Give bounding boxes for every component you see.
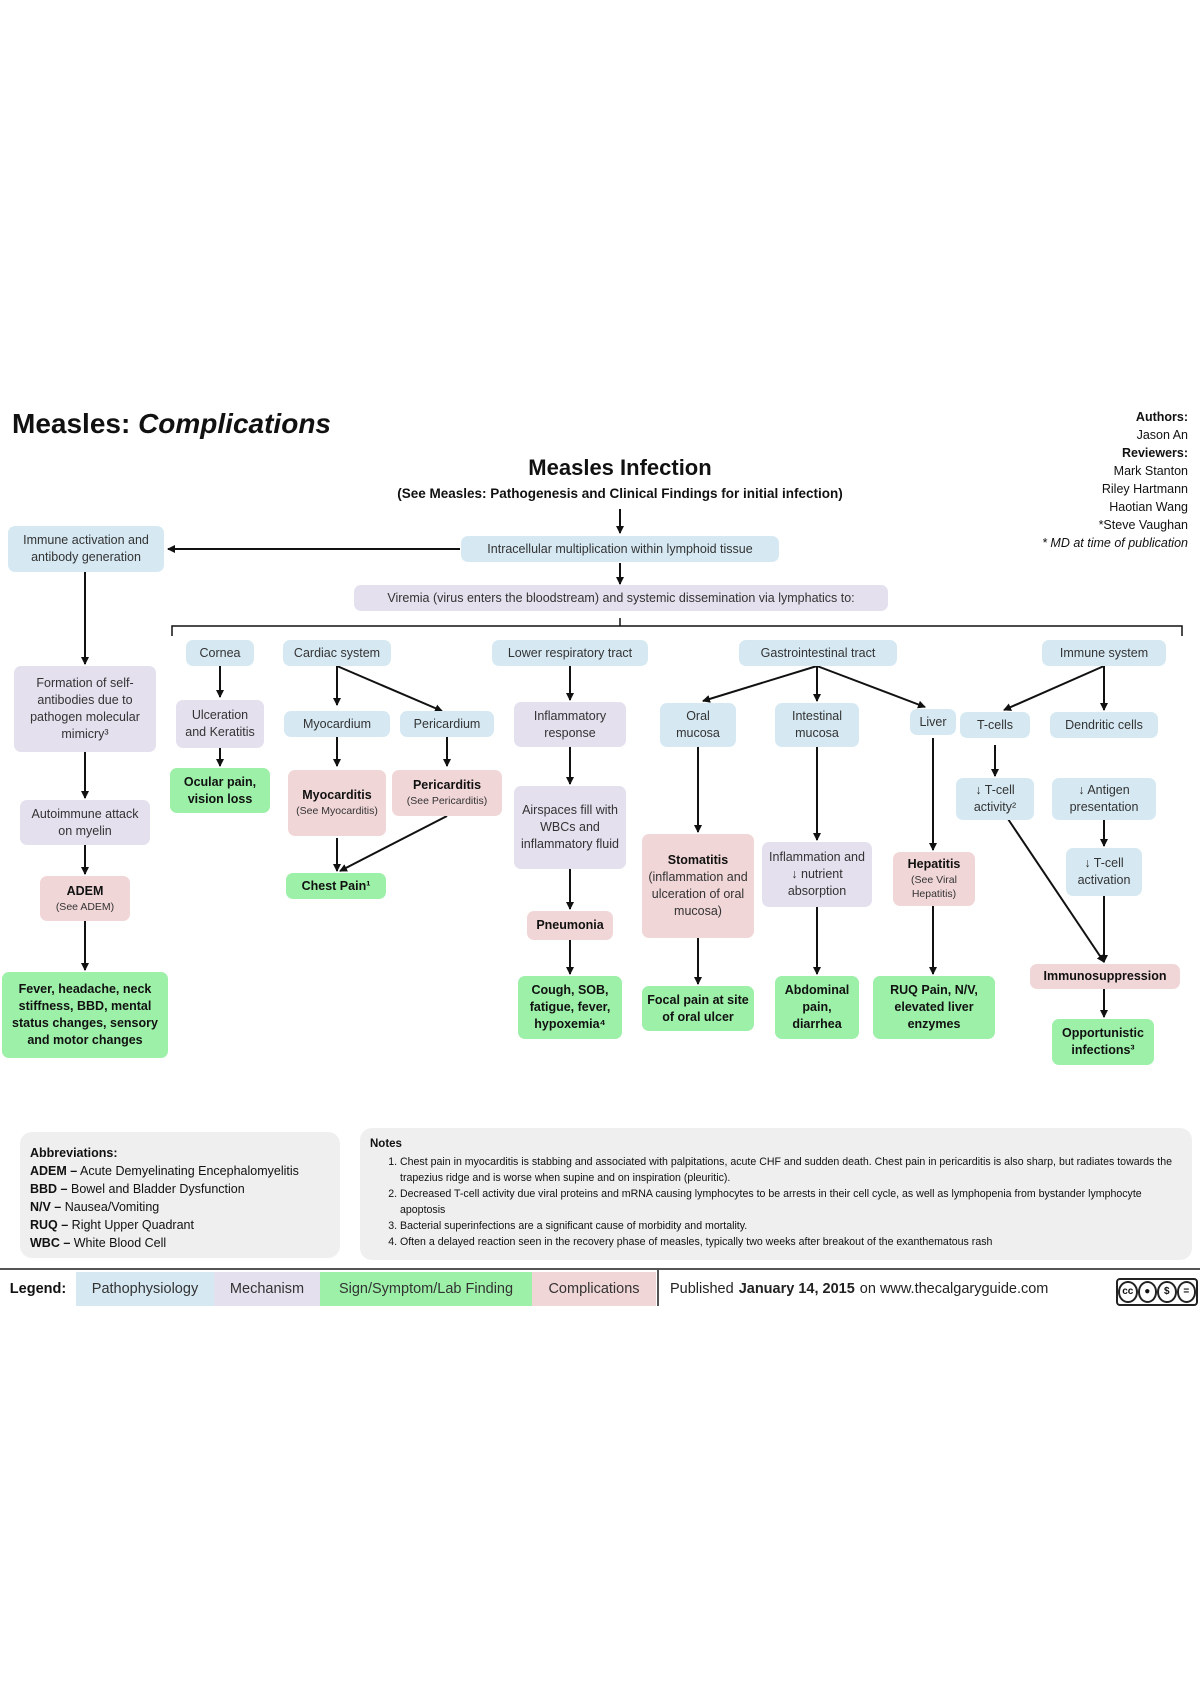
- abbreviations-label: Abbreviations:: [30, 1146, 118, 1160]
- node-t-cell-activation: ↓ T-cell activation: [1066, 848, 1142, 896]
- node-myocarditis: Myocarditis (See Myocarditis): [288, 770, 386, 836]
- node-immunosuppression: Immunosuppression: [1030, 964, 1180, 989]
- myocarditis-title: Myocarditis: [302, 788, 372, 803]
- node-immune-system: Immune system: [1042, 640, 1166, 666]
- legend-sign: Sign/Symptom/Lab Finding: [320, 1272, 532, 1306]
- node-immune-activation: Immune activation and antibody generatio…: [8, 526, 164, 572]
- reviewers-label: Reviewers:: [1121, 446, 1188, 460]
- reviewer-name: *Steve Vaughan: [1098, 518, 1188, 532]
- node-cough: Cough, SOB, fatigue, fever, hypoxemia⁴: [518, 976, 622, 1039]
- abbreviation-item: RUQ – Right Upper Quadrant: [30, 1218, 194, 1232]
- hepatitis-title: Hepatitis: [907, 857, 961, 872]
- node-chest-pain: Chest Pain¹: [286, 873, 386, 899]
- abbreviation-item: N/V – Nausea/Vomiting: [30, 1200, 160, 1214]
- note-item: Often a delayed reaction seen in the rec…: [400, 1234, 1182, 1250]
- note-item: Decreased T-cell activity due viral prot…: [400, 1186, 1182, 1218]
- abbreviation-item: WBC – White Blood Cell: [30, 1236, 167, 1250]
- adem-title: ADEM: [66, 883, 104, 898]
- myocarditis-subtitle: (See Myocarditis): [296, 805, 378, 818]
- node-t-cells: T-cells: [960, 712, 1030, 738]
- notes-label: Notes: [370, 1138, 402, 1150]
- credits: Authors: Jason An Reviewers: Mark Stanto…: [1042, 408, 1188, 552]
- node-liver: Liver: [910, 709, 956, 735]
- node-gi: Gastrointestinal tract: [739, 640, 897, 666]
- reviewer-name: Mark Stanton: [1113, 464, 1188, 478]
- diagram-subtitle: (See Measles: Pathogenesis and Clinical …: [397, 486, 843, 501]
- diagram-title: Measles Infection: [528, 455, 712, 480]
- hepatitis-subtitle: (See Viral Hepatitis): [911, 874, 957, 901]
- node-focal-pain: Focal pain at site of oral ulcer: [642, 986, 754, 1031]
- abbreviation-item: ADEM – Acute Demyelinating Encephalomyel…: [30, 1164, 299, 1178]
- node-pericardium: Pericardium: [400, 711, 494, 737]
- pericarditis-title: Pericarditis: [412, 778, 482, 793]
- node-stomatitis: Stomatitis (inflammation and ulceration …: [642, 834, 754, 938]
- legend-pathophysiology: Pathophysiology: [76, 1272, 214, 1306]
- node-ruq: RUQ Pain, N/V, elevated liver enzymes: [873, 976, 995, 1039]
- node-viremia: Viremia (virus enters the bloodstream) a…: [354, 585, 888, 611]
- reviewer-name: Haotian Wang: [1109, 500, 1188, 514]
- node-myocardium: Myocardium: [284, 711, 390, 737]
- note-item: Bacterial superinfections are a signific…: [400, 1218, 1182, 1234]
- notes-panel: Notes Chest pain in myocarditis is stabb…: [360, 1128, 1192, 1260]
- node-hepatitis: Hepatitis (See Viral Hepatitis): [893, 852, 975, 906]
- legend-divider: [657, 1270, 659, 1306]
- node-autoimmune: Autoimmune attack on myelin: [20, 800, 150, 845]
- node-pneumonia: Pneumonia: [527, 911, 613, 940]
- author-name: Jason An: [1136, 428, 1188, 442]
- node-opportunistic: Opportunistic infections³: [1052, 1019, 1154, 1065]
- node-dendritic: Dendritic cells: [1050, 712, 1158, 738]
- stomatitis-subtitle: (inflammation and ulceration of oral muc…: [648, 870, 748, 918]
- node-inflammatory: Inflammatory response: [514, 702, 626, 747]
- note-item: Chest pain in myocarditis is stabbing an…: [400, 1154, 1182, 1186]
- legend-label: Legend:: [9, 1281, 67, 1297]
- node-cornea: Cornea: [186, 640, 254, 666]
- published-line: Published January 14, 2015 on www.thecal…: [670, 1281, 1049, 1297]
- creative-commons-icon: cc●$=: [1116, 1278, 1198, 1306]
- node-ocular: Ocular pain, vision loss: [170, 768, 270, 813]
- node-t-cell-activity: ↓ T-cell activity²: [956, 778, 1034, 820]
- node-adem: ADEM (See ADEM): [40, 876, 130, 921]
- node-fever: Fever, headache, neck stiffness, BBD, me…: [2, 972, 168, 1058]
- reviewer-name: Riley Hartmann: [1101, 482, 1188, 496]
- authors-label: Authors:: [1135, 410, 1188, 424]
- node-airspaces: Airspaces fill with WBCs and inflammator…: [514, 786, 626, 869]
- legend-complications: Complications: [532, 1272, 656, 1306]
- node-lower-resp: Lower respiratory tract: [492, 640, 648, 666]
- node-pericarditis: Pericarditis (See Pericarditis): [392, 770, 502, 816]
- page-title: Measles: Complications: [12, 408, 331, 439]
- node-cardiac: Cardiac system: [283, 640, 391, 666]
- md-note: * MD at time of publication: [1042, 536, 1188, 550]
- node-ulceration: Ulceration and Keratitis: [176, 700, 264, 748]
- legend-bar: Legend: Pathophysiology Mechanism Sign/S…: [0, 1268, 1200, 1306]
- stomatitis-title: Stomatitis: [667, 853, 729, 868]
- adem-subtitle: (See ADEM): [55, 900, 115, 913]
- abbreviations-panel: Abbreviations: ADEM – Acute Demyelinatin…: [20, 1132, 340, 1258]
- legend-mechanism: Mechanism: [214, 1272, 320, 1306]
- node-abdominal: Abdominal pain, diarrhea: [775, 976, 859, 1039]
- node-intracellular: Intracellular multiplication within lymp…: [461, 536, 779, 562]
- node-oral-mucosa: Oral mucosa: [660, 703, 736, 747]
- abbreviation-item: BBD – Bowel and Bladder Dysfunction: [30, 1182, 245, 1196]
- node-intestinal-mucosa: Intestinal mucosa: [775, 703, 859, 747]
- node-formation: Formation of self-antibodies due to path…: [14, 666, 156, 752]
- node-antigen: ↓ Antigen presentation: [1052, 778, 1156, 820]
- node-inflammation-absorption: Inflammation and ↓ nutrient absorption: [762, 842, 872, 907]
- pericarditis-subtitle: (See Pericarditis): [406, 795, 488, 808]
